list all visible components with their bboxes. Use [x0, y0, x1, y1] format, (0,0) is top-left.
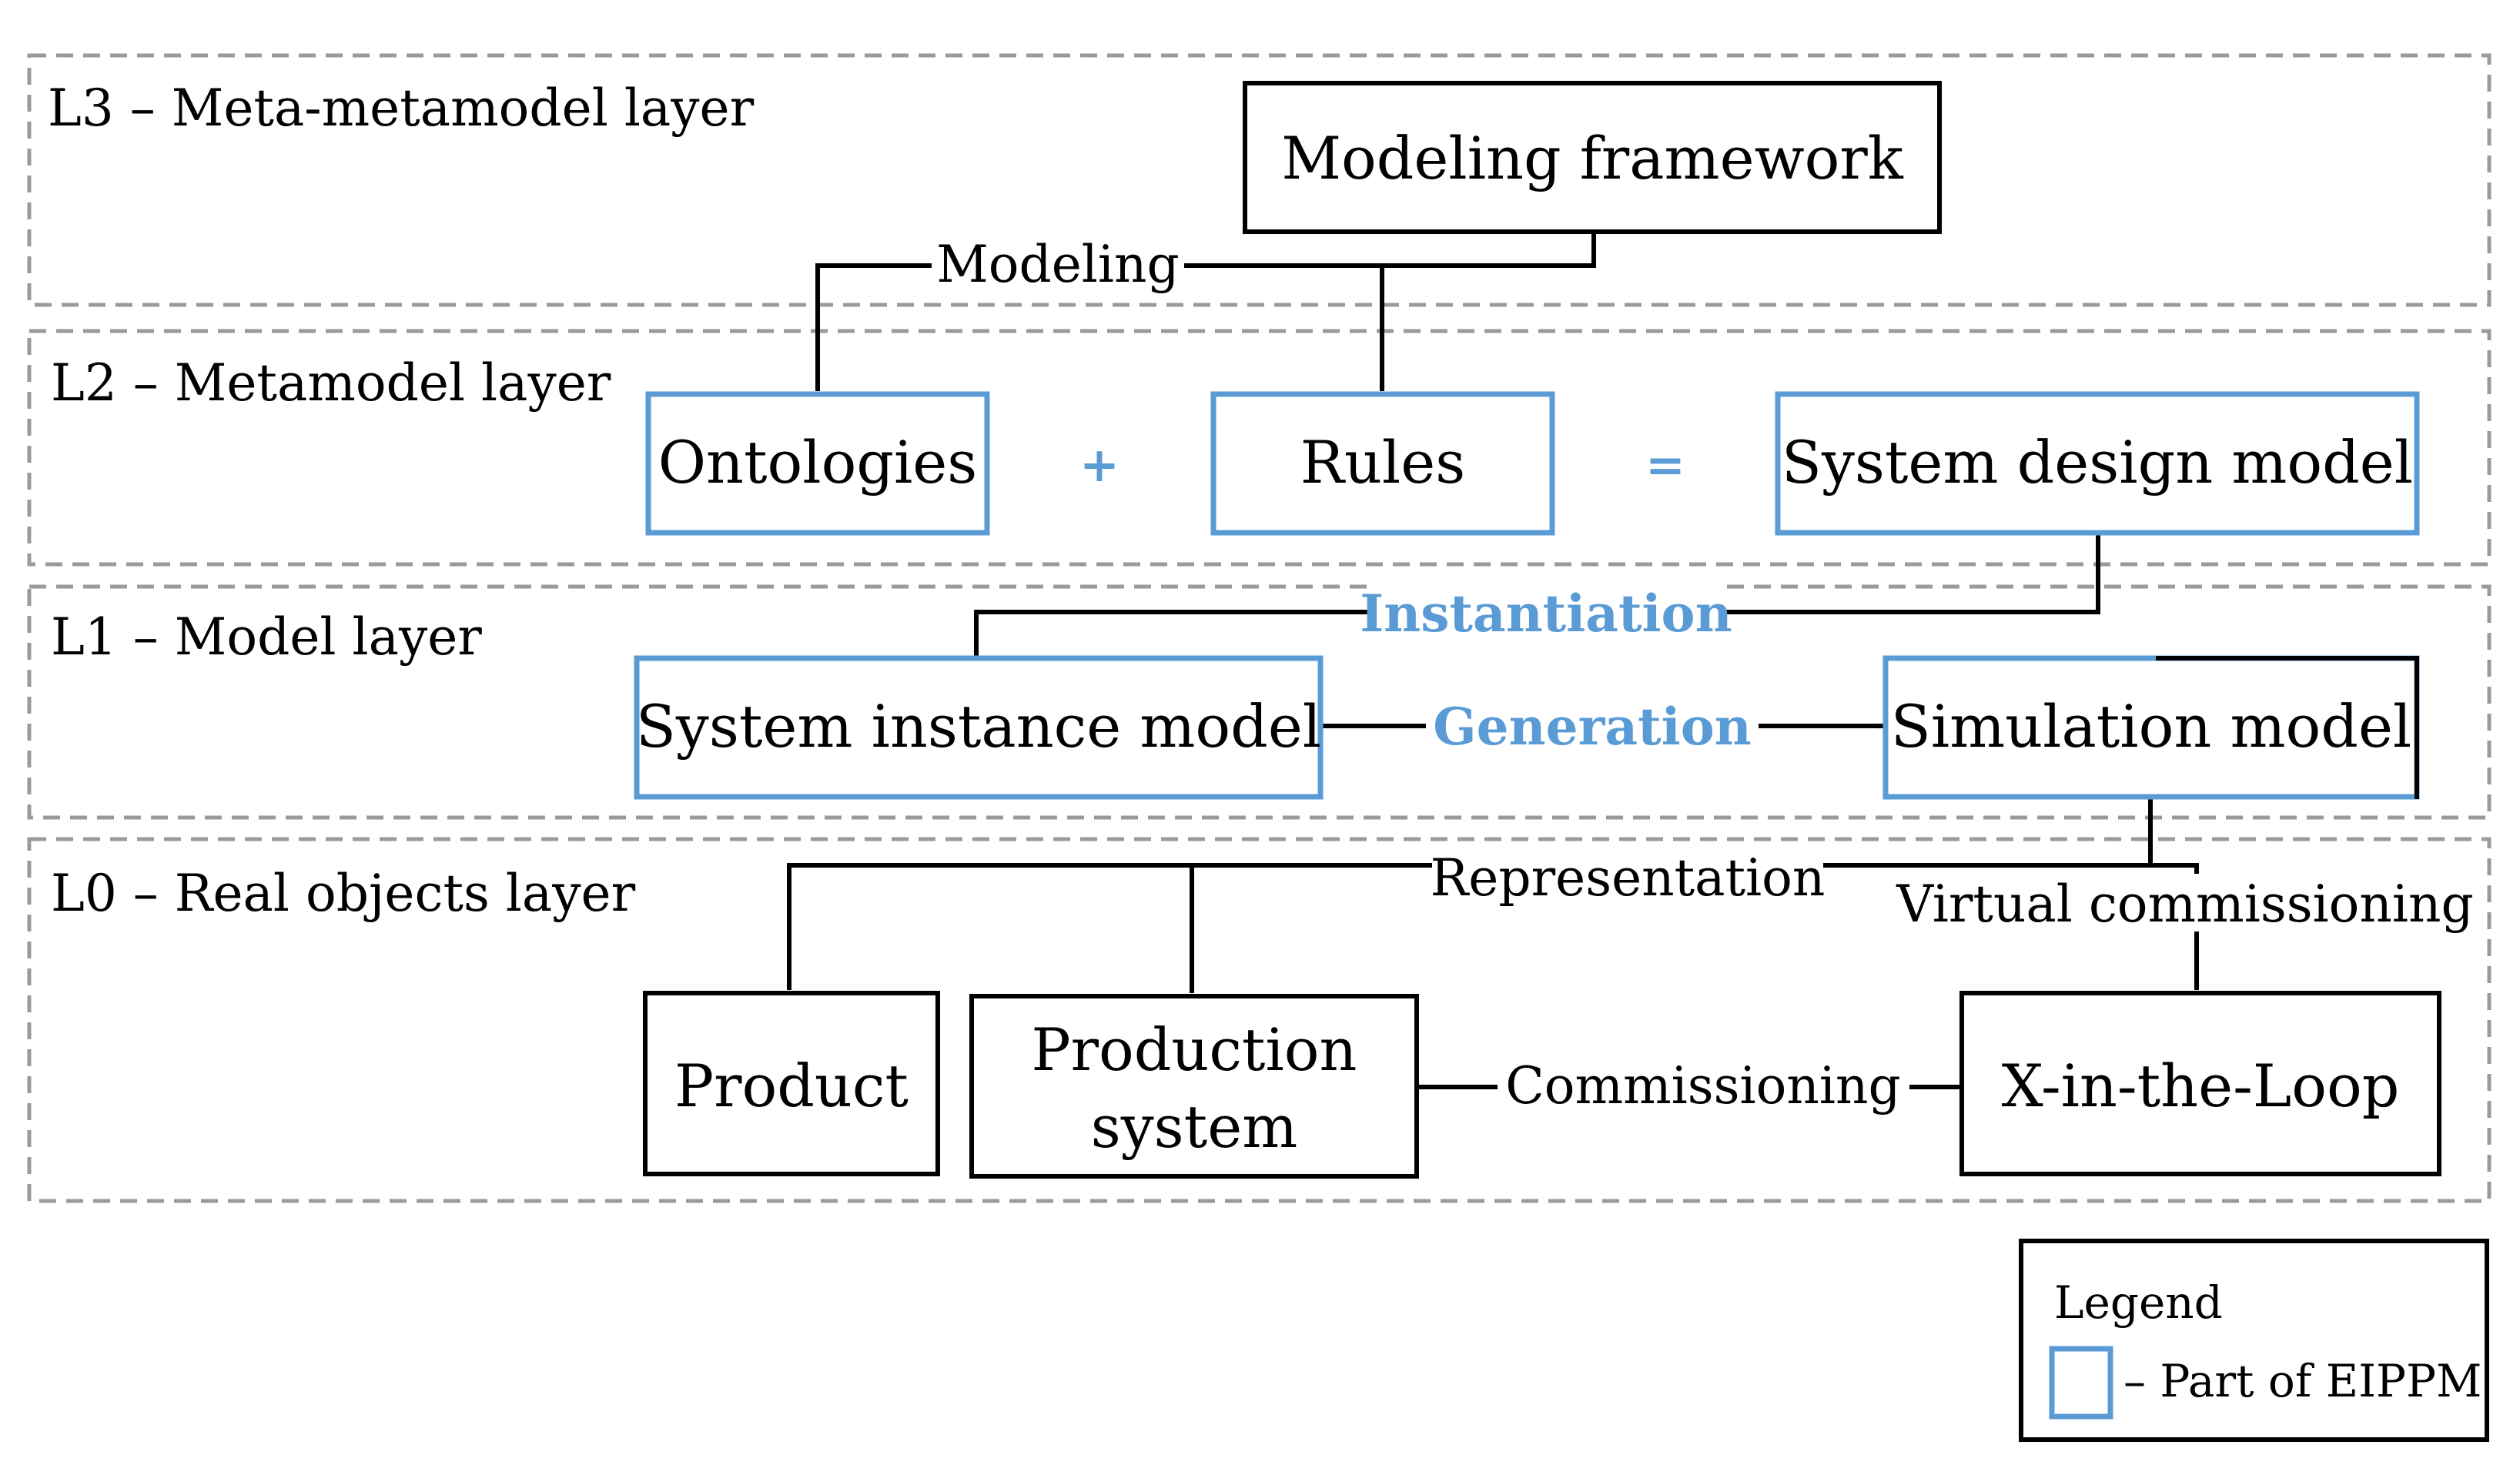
- legend-title: Legend: [2054, 1276, 2223, 1329]
- node-ontologies-label: Ontologies: [658, 428, 978, 497]
- virtual-commissioning-label-gap: [1886, 874, 2485, 932]
- node-rules-label: Rules: [1300, 428, 1465, 497]
- node-system-design-model: [1775, 391, 2420, 536]
- generation-label-gap: [1426, 697, 1759, 758]
- node-product-label: Product: [674, 1052, 909, 1120]
- node-x-in-the-loop: [1959, 991, 2441, 1176]
- commissioning-label-gap: [1498, 1059, 1909, 1116]
- commissioning-edge-label: Commissioning: [1505, 1056, 1900, 1115]
- node-system-design-model-label: System design model: [1782, 428, 2413, 497]
- virtual-commissioning-edge-label: Virtual commissioning: [1896, 875, 2474, 934]
- node-production-system-label-line2: system: [1091, 1092, 1298, 1161]
- node-product: [643, 991, 940, 1176]
- layer-l2-label: L2 – Metamodel layer: [51, 353, 611, 413]
- node-system-instance-model: [634, 655, 1324, 800]
- node-x-in-the-loop-label: X-in-the-Loop: [2002, 1052, 2400, 1120]
- node-production-system: [969, 994, 1419, 1179]
- plus-operator: +: [1079, 436, 1119, 493]
- layer-l0-frame: [27, 837, 2492, 1203]
- node-system-instance-model-label: System instance model: [636, 692, 1321, 761]
- layer-l3-label: L3 – Meta-metamodel layer: [48, 79, 755, 138]
- layer-l1-label: L1 – Model layer: [51, 607, 482, 667]
- generation-edge-label: Generation: [1433, 697, 1751, 757]
- instantiation-edge-label: Instantiation: [1360, 584, 1732, 644]
- layer-l3-frame: [27, 53, 2492, 307]
- node-production-system-label-line1: Production: [1032, 1015, 1357, 1084]
- layer-l2-frame: [27, 329, 2492, 567]
- node-ontologies: [645, 391, 990, 536]
- equals-operator: =: [1645, 436, 1685, 493]
- modeling-edge-label: Modeling: [936, 235, 1180, 294]
- node-simulation-model: [1882, 655, 2420, 800]
- representation-label-gap: [1432, 851, 1823, 910]
- layer-l0-label: L0 – Real objects layer: [51, 864, 636, 923]
- representation-edge-label: Representation: [1431, 848, 1826, 908]
- legend-item-label: – Part of EIPPM: [2123, 1355, 2482, 1407]
- modeling-label-gap: [932, 239, 1184, 293]
- legend-swatch-eippm: [2049, 1346, 2113, 1420]
- node-modeling-framework-label: Modeling framework: [1281, 124, 1904, 192]
- layer-l1-frame: [27, 584, 2492, 820]
- instantiation-label-gap: [1370, 581, 1725, 643]
- node-simulation-model-label: Simulation model: [1891, 692, 2411, 761]
- node-modeling-framework: [1243, 81, 1942, 234]
- node-rules: [1210, 391, 1555, 536]
